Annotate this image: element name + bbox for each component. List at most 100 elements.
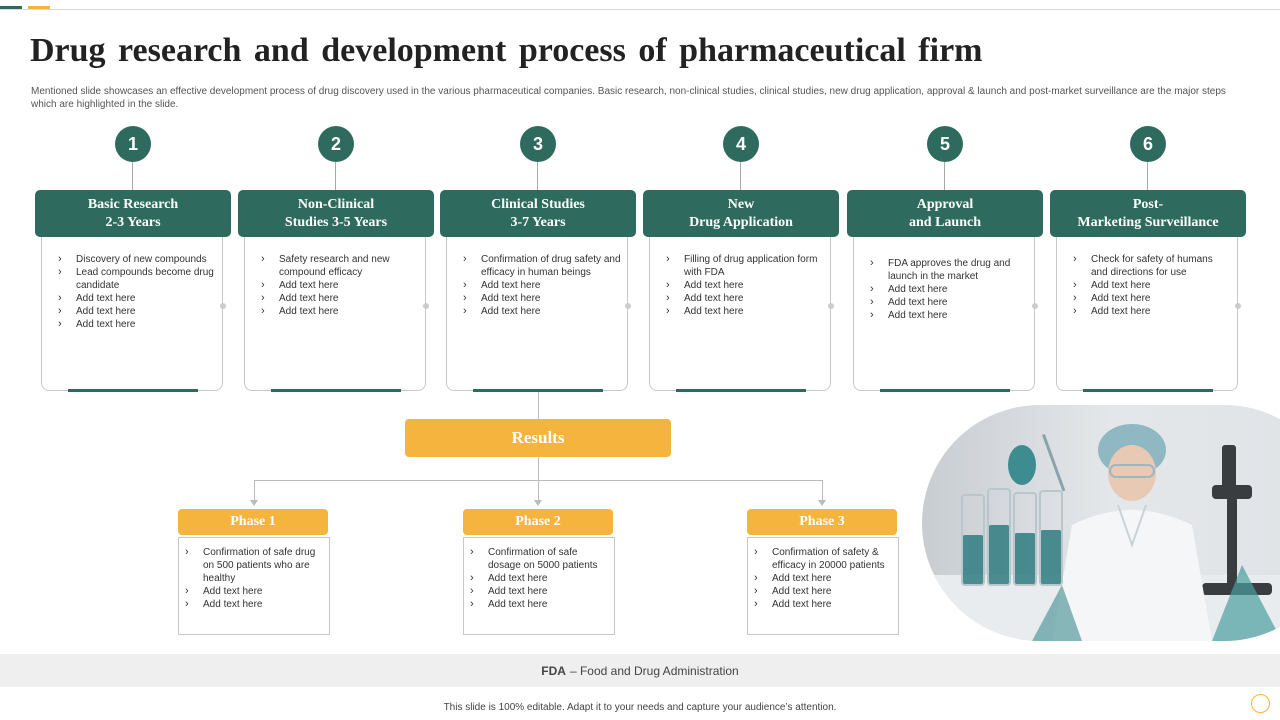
bullet-item[interactable]: Add text here (56, 318, 216, 331)
top-divider (0, 9, 1280, 10)
step-title-line2: and Launch (909, 214, 981, 230)
step-title-line1: Basic Research (87, 196, 179, 212)
bullet-item[interactable]: FDA approves the drug and launch in the … (868, 257, 1028, 283)
card-bottom-accent (676, 389, 806, 392)
step-number-badge: 2 (318, 126, 354, 162)
slide-subtitle[interactable]: Mentioned slide showcases an effective d… (31, 86, 1226, 110)
scientist-lab-photo[interactable] (922, 405, 1280, 641)
phase-card: Confirmation of safe dosage on 5000 pati… (463, 537, 615, 635)
bullet-item[interactable]: Add text here (468, 572, 608, 585)
bullet-item[interactable]: Add text here (868, 296, 1028, 309)
bullet-item[interactable]: Confirmation of drug safety and efficacy… (461, 253, 621, 279)
step-bullets: Discovery of new compounds Lead compound… (56, 253, 216, 331)
step-6: 6 Post-Marketing Surveillance Check for … (1050, 126, 1246, 392)
bullet-item[interactable]: Confirmation of safe drug on 500 patient… (183, 546, 323, 585)
step-connector (1147, 162, 1148, 190)
bullet-item[interactable]: Lead compounds become drug candidate (56, 266, 216, 292)
step-card: Check for safety of humans and direction… (1056, 237, 1241, 392)
decor-dot (1032, 303, 1038, 309)
step-title-line1: New (727, 196, 755, 212)
phase-header[interactable]: Phase 3 (747, 509, 897, 535)
bullet-item[interactable]: Safety research and new compound efficac… (259, 253, 419, 279)
bullet-item[interactable]: Add text here (1071, 305, 1231, 318)
connector-line (538, 480, 539, 504)
corner-circle-icon (1251, 694, 1270, 713)
step-header[interactable]: Post- Marketing Surveillance (1050, 190, 1246, 237)
step-bullets: Check for safety of humans and direction… (1071, 253, 1231, 318)
phase-bullets: Confirmation of safe dosage on 5000 pati… (468, 546, 608, 611)
bullet-item[interactable]: Add text here (1071, 279, 1231, 292)
step-number-badge: 3 (520, 126, 556, 162)
bullet-item[interactable]: Add text here (56, 292, 216, 305)
bullet-item[interactable]: Add text here (752, 598, 892, 611)
card-bottom-accent (473, 389, 603, 392)
bullet-item[interactable]: Check for safety of humans and direction… (1071, 253, 1231, 279)
bullet-item[interactable]: Add text here (56, 305, 216, 318)
bullet-item[interactable]: Add text here (1071, 292, 1231, 305)
step-bullets: Safety research and new compound efficac… (259, 253, 419, 318)
bullet-item[interactable]: Confirmation of safe dosage on 5000 pati… (468, 546, 608, 572)
connector-line (822, 480, 823, 504)
phase-bullets: Confirmation of safe drug on 500 patient… (183, 546, 323, 611)
bullet-item[interactable]: Add text here (752, 585, 892, 598)
bullet-item[interactable]: Add text here (461, 279, 621, 292)
step-connector (944, 162, 945, 190)
bullet-item[interactable]: Add text here (468, 598, 608, 611)
bullet-item[interactable]: Add text here (259, 279, 419, 292)
card-bottom-accent (271, 389, 401, 392)
bullet-item[interactable]: Add text here (461, 305, 621, 318)
step-title-line1: Approval (916, 196, 974, 212)
step-title-line2: Marketing Surveillance (1077, 214, 1219, 230)
phase-card: Confirmation of safe drug on 500 patient… (178, 537, 330, 635)
footer-editable-note[interactable]: This slide is 100% editable. Adapt it to… (443, 702, 837, 713)
bullet-item[interactable]: Add text here (183, 598, 323, 611)
bullet-item[interactable]: Add text here (468, 585, 608, 598)
bullet-item[interactable]: Filling of drug application form with FD… (664, 253, 824, 279)
decor-dot (423, 303, 429, 309)
bullet-item[interactable]: Discovery of new compounds (56, 253, 216, 266)
step-title-line1: Non-Clinical (297, 196, 375, 212)
step-number-badge: 4 (723, 126, 759, 162)
lab-scene-icon (922, 424, 1280, 641)
step-bullets: Filling of drug application form with FD… (664, 253, 824, 318)
step-card: Confirmation of drug safety and efficacy… (446, 237, 631, 392)
results-box[interactable]: Results (405, 419, 671, 457)
step-title-line1: Post- (1132, 196, 1164, 212)
decor-dot (625, 303, 631, 309)
step-card: Safety research and new compound efficac… (244, 237, 429, 392)
bullet-item[interactable]: Add text here (868, 283, 1028, 296)
connector-line (254, 480, 255, 504)
phase-header[interactable]: Phase 2 (463, 509, 613, 535)
bullet-item[interactable]: Add text here (183, 585, 323, 598)
step-title-line2: 3-7 Years (510, 214, 566, 230)
step-header[interactable]: Approval and Launch (847, 190, 1043, 237)
bullet-item[interactable]: Add text here (259, 305, 419, 318)
bullet-item[interactable]: Add text here (664, 279, 824, 292)
footer-fda-note[interactable]: FDA – Food and Drug Administration (0, 654, 1280, 687)
slide-title[interactable]: Drug research and development process of… (30, 32, 983, 69)
bullet-item[interactable]: Add text here (259, 292, 419, 305)
top-accent-orange (28, 6, 50, 10)
phase-card: Confirmation of safety & efficacy in 200… (747, 537, 899, 635)
bullet-item[interactable]: Add text here (752, 572, 892, 585)
bullet-item[interactable]: Add text here (664, 305, 824, 318)
step-connector (537, 162, 538, 190)
step-card: Discovery of new compounds Lead compound… (41, 237, 226, 392)
step-bullets: FDA approves the drug and launch in the … (868, 257, 1028, 322)
phase-header[interactable]: Phase 1 (178, 509, 328, 535)
step-title-line2: Drug Application (689, 214, 793, 230)
bullet-item[interactable]: Confirmation of safety & efficacy in 200… (752, 546, 892, 572)
bullet-item[interactable]: Add text here (461, 292, 621, 305)
card-bottom-accent (68, 389, 198, 392)
step-connector (335, 162, 336, 190)
bullet-item[interactable]: Add text here (868, 309, 1028, 322)
bullet-item[interactable]: Add text here (664, 292, 824, 305)
